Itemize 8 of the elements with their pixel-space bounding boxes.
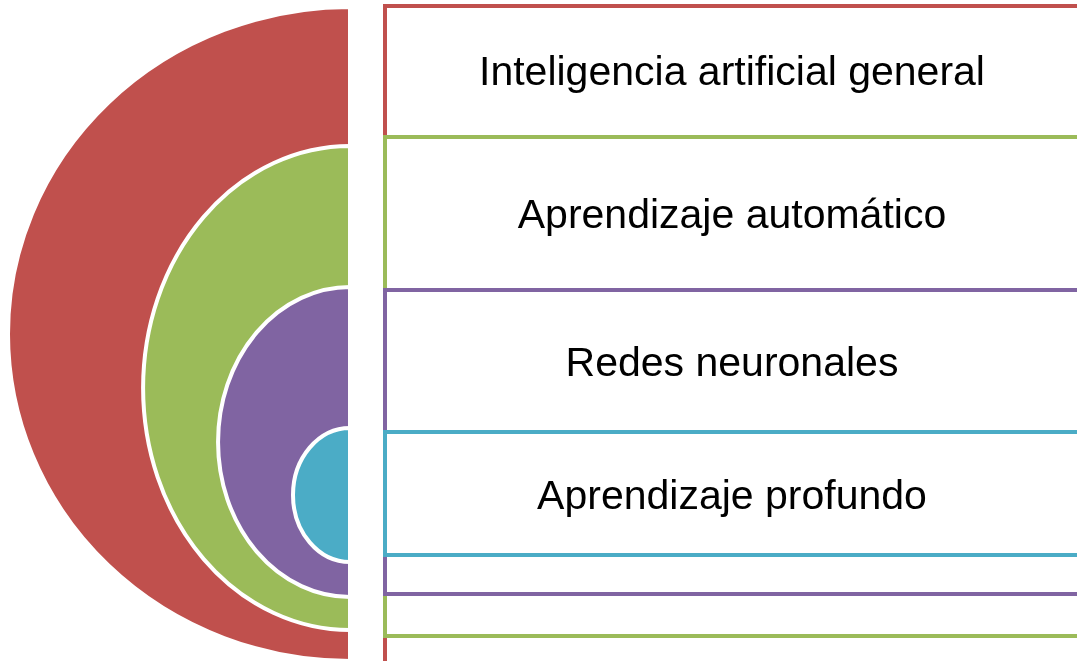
concept-box	[383, 430, 1077, 557]
concept-label: Inteligencia artificial general	[479, 48, 985, 95]
concept-label: Aprendizaje profundo	[537, 471, 927, 519]
concept-box	[383, 4, 1077, 661]
concept-box	[383, 135, 1077, 638]
concept-label: Redes neuronales	[565, 338, 899, 386]
concept-box	[383, 288, 1077, 596]
concept-label: Aprendizaje automático	[517, 190, 947, 238]
